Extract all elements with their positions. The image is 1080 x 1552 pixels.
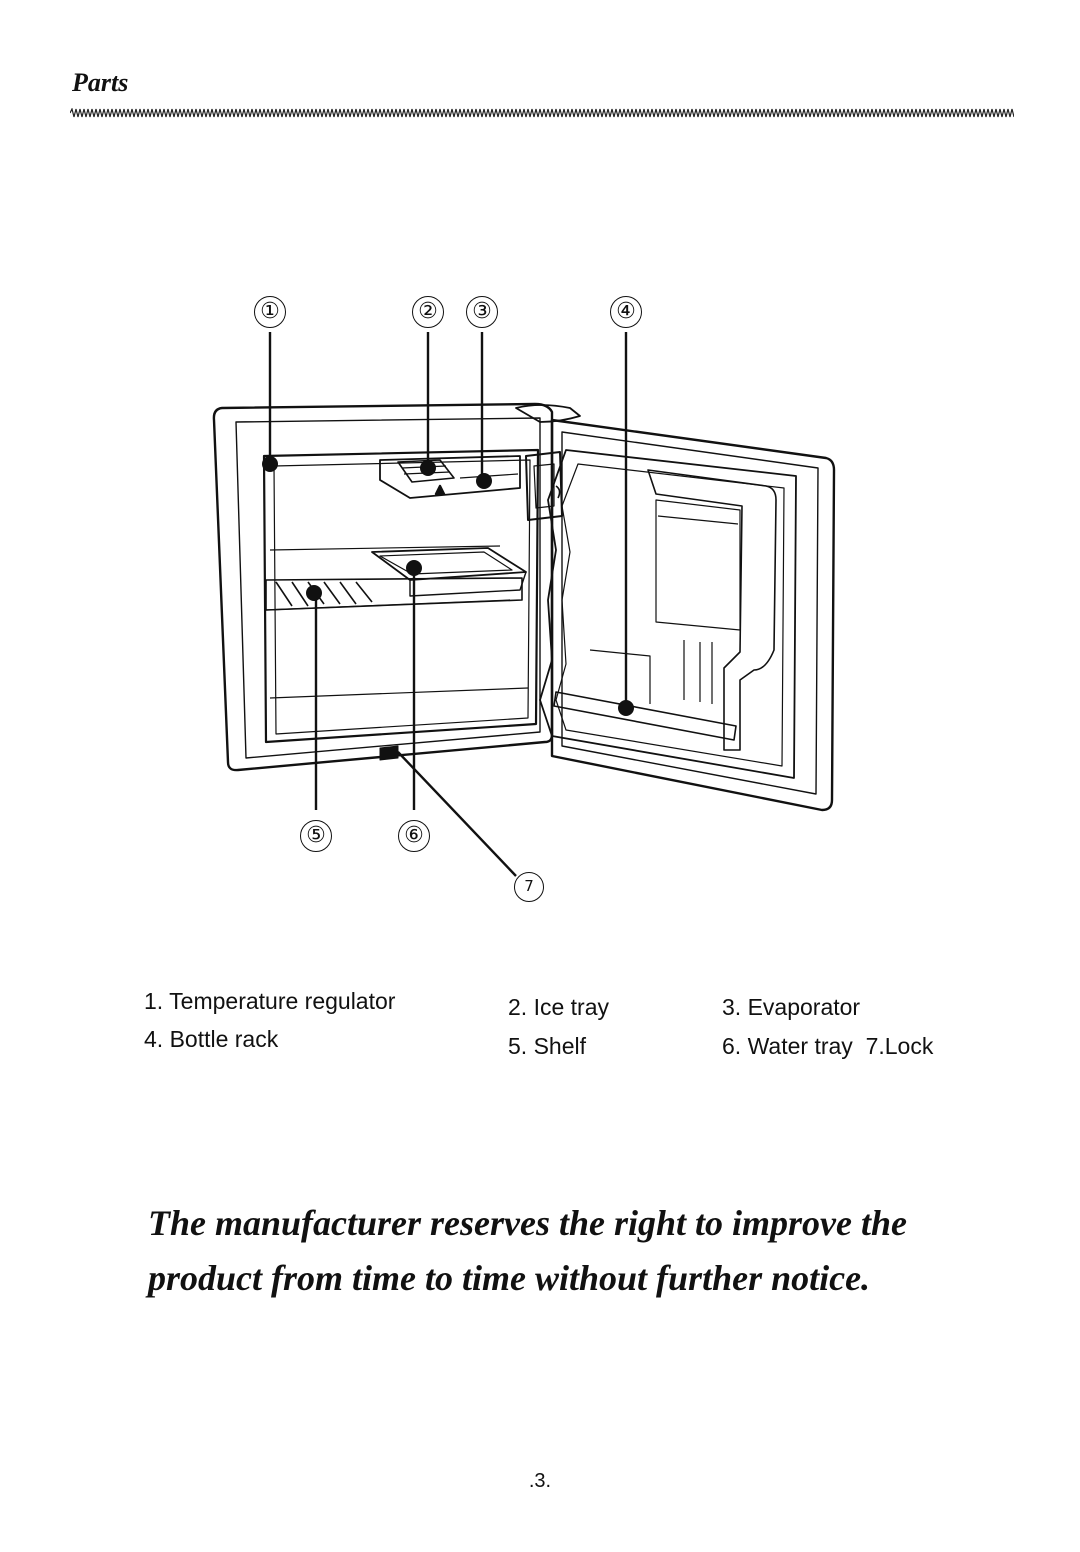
page-number: .3. <box>528 1470 552 1492</box>
legend-item-bottle-rack: 4. Bottle rack <box>144 1026 279 1052</box>
notice-line-1: The manufacturer reserves the right to i… <box>148 1203 907 1243</box>
legend-item-ice-tray: 2. Ice tray <box>508 994 609 1020</box>
legend-item-temperature-regulator: 1. Temperature regulator <box>144 988 396 1014</box>
refrigerator-diagram: ① ② ③ ④ ⑤ ⑥ 7 <box>0 280 1080 920</box>
parts-legend: 1. Temperature regulator 2. Ice tray 3. … <box>0 980 1080 1090</box>
refrigerator-illustration <box>212 332 836 877</box>
legend-item-evaporator: 3. Evaporator <box>722 994 861 1020</box>
notice-text: The manufacturer reserves the right to i… <box>148 1196 988 1306</box>
section-title: Parts <box>72 68 129 97</box>
callout-6: ⑥ <box>398 820 430 852</box>
legend-item-water-tray-lock: 6. Water tray 7.Lock <box>722 1033 934 1059</box>
notice-line-2: product from time to time without furthe… <box>148 1258 871 1298</box>
legend-item-shelf: 5. Shelf <box>508 1033 586 1059</box>
callout-5: ⑤ <box>300 820 332 852</box>
callout-3: ③ <box>466 296 498 328</box>
zigzag-divider <box>70 108 1014 118</box>
callout-1: ① <box>254 296 286 328</box>
callout-2: ② <box>412 296 444 328</box>
callout-4: ④ <box>610 296 642 328</box>
callout-7: 7 <box>514 872 544 902</box>
